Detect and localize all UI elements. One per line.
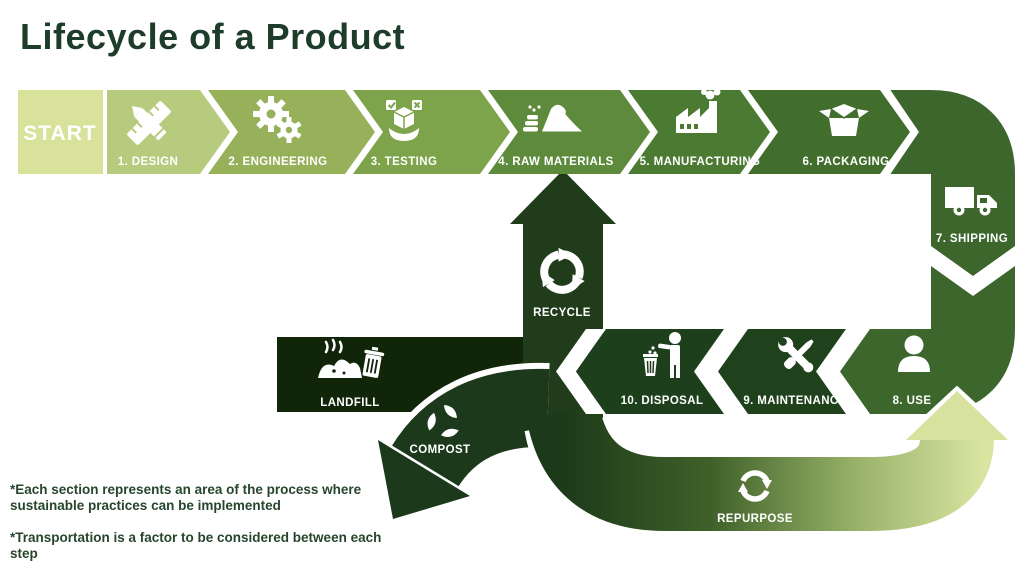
step-raw-materials-label: 4. RAW MATERIALS [498,156,613,168]
ore-pile-icon [523,104,582,132]
trash-heap-icon [318,338,385,378]
step-shipping-label: 7. SHIPPING [936,233,1008,245]
step-packaging [748,90,910,174]
repurpose-label: REPURPOSE [717,513,793,525]
step-manufacturing-label: 5. MANUFACTURING [640,156,761,168]
step-testing [353,90,510,174]
page-title: Lifecycle of a Product [20,16,406,57]
repurpose-arrowhead [901,385,1013,441]
tools-icon [778,337,814,373]
start-block [18,90,103,174]
junction-gap [556,329,606,414]
recycle-label: RECYCLE [533,307,591,319]
step-maintenance-label: 9. MAINTENANCE [743,395,846,407]
step-disposal-label: 10. DISPOSAL [621,395,704,407]
step-testing-label: 3. TESTING [371,156,438,168]
compost-arrow [376,362,550,522]
shipping-gap-chevron [931,246,1015,296]
gears-icon [253,96,302,143]
step-engineering-label: 2. ENGINEERING [229,156,328,168]
refresh-arrows-icon [738,470,772,502]
compost-label: COMPOST [410,444,471,456]
hand-box-check-icon [386,100,422,141]
person-icon [898,335,930,372]
step-packaging-label: 6. PACKAGING [802,156,889,168]
truck-icon [945,187,997,216]
step-use-label: 8. USE [893,395,932,407]
step-raw-materials [488,90,650,174]
factory-icon [676,88,721,133]
start-label: START [23,122,96,145]
footnote-sustainable: *Each section represents an area of the … [10,482,362,514]
open-box-icon [819,104,869,136]
pencil-ruler-icon [127,101,171,145]
step-maintenance [718,329,846,414]
step-design-label: 1. DESIGN [118,156,178,168]
repurpose-band [524,404,999,536]
landfill-label: LANDFILL [320,397,379,409]
footnote-transportation: *Transportation is a factor to be consid… [10,530,382,562]
litter-bin-icon [643,332,681,378]
